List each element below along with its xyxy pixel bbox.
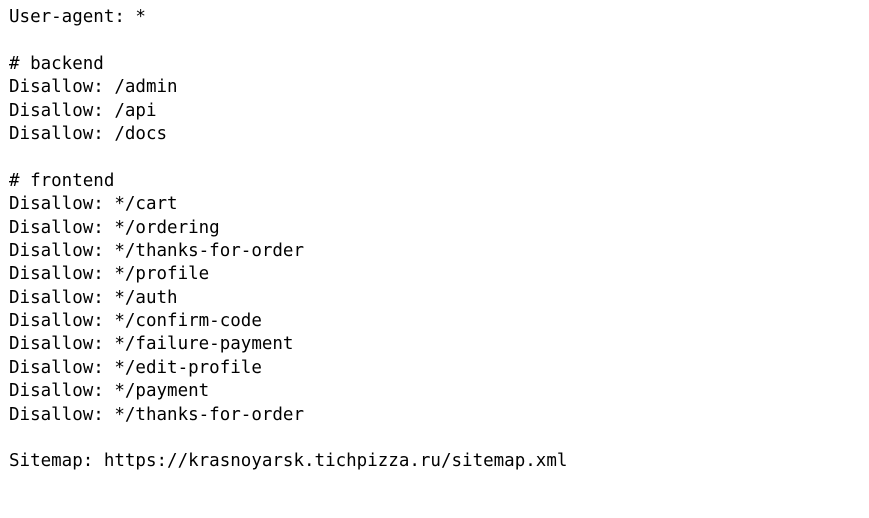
disallow-line: Disallow: */thanks-for-order: [9, 404, 305, 425]
disallow-line: Disallow: */cart: [9, 194, 178, 215]
disallow-line: Disallow: /docs: [9, 123, 168, 144]
blank-line: [9, 427, 567, 450]
disallow-line: Disallow: */ordering: [9, 217, 220, 238]
disallow-line: Disallow: */confirm-code: [9, 311, 262, 332]
disallow-line: Disallow: */failure-payment: [9, 334, 294, 355]
disallow-line: Disallow: */profile: [9, 264, 210, 285]
comment-frontend-line: # frontend: [9, 170, 115, 191]
blank-line: [9, 146, 567, 169]
blank-line: [9, 29, 567, 52]
disallow-line: Disallow: /api: [9, 100, 157, 121]
sitemap-line: Sitemap: https://krasnoyarsk.tichpizza.r…: [9, 451, 568, 472]
disallow-line: Disallow: */thanks-for-order: [9, 240, 305, 261]
disallow-line: Disallow: */payment: [9, 381, 210, 402]
user-agent-line: User-agent: *: [9, 7, 146, 27]
disallow-line: Disallow: /admin: [9, 77, 178, 98]
comment-backend-line: # backend: [9, 53, 104, 74]
disallow-line: Disallow: */auth: [9, 287, 178, 308]
disallow-line: Disallow: */edit-profile: [9, 357, 262, 378]
